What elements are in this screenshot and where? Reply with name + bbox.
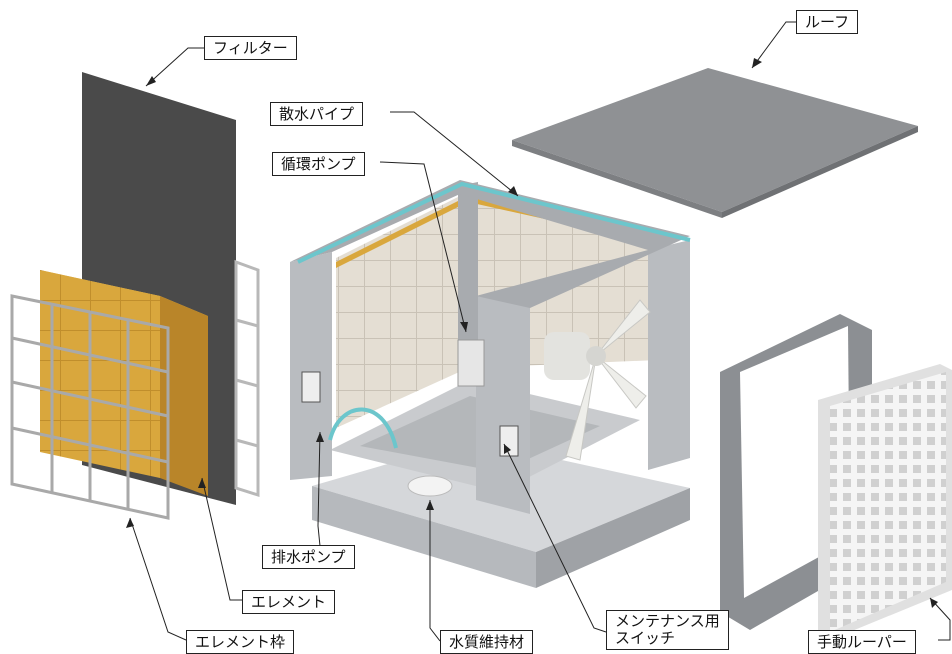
label-maintenance-switch-line1: メンテナンス用 <box>615 612 720 630</box>
fan <box>544 299 651 461</box>
label-roof: ルーフ <box>796 10 859 34</box>
label-drain-pump: 排水ポンプ <box>262 545 355 569</box>
label-maintenance-switch: メンテナンス用 スイッチ <box>606 610 729 650</box>
main-unit <box>290 180 691 588</box>
element-pad <box>40 270 208 496</box>
label-element: エレメント <box>242 590 336 614</box>
label-spray-pipe: 散水パイプ <box>270 102 364 126</box>
element-frame-front <box>10 294 170 520</box>
label-circulation-pump: 循環ポンプ <box>272 152 365 176</box>
label-filter: フィルター <box>204 36 297 60</box>
leader-lines <box>129 21 951 642</box>
label-maintenance-switch-line2: スイッチ <box>615 629 676 647</box>
label-element-frame: エレメント枠 <box>186 630 295 654</box>
element-frame-back <box>234 259 260 498</box>
manual-louver <box>818 364 952 640</box>
label-water-quality-material: 水質維持材 <box>440 630 534 654</box>
arrowheads <box>126 58 938 608</box>
label-manual-louver: 手動ルーパー <box>808 630 916 654</box>
roof-panel <box>512 68 918 218</box>
